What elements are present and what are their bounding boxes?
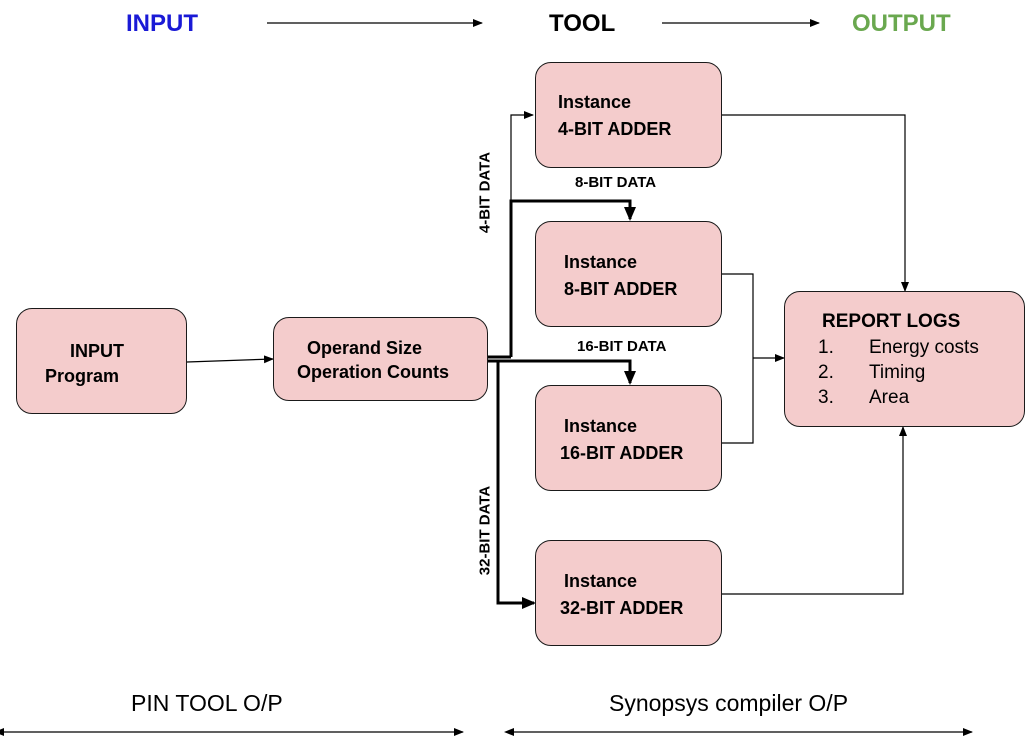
label-4bit-data: 4-BIT DATA <box>476 151 494 234</box>
adder-32bit-line2: 32-BIT ADDER <box>560 598 684 618</box>
report-item-2-text: Timing <box>869 362 926 383</box>
operand-line1: Operand Size <box>307 338 423 358</box>
adder-16bit-line2: 16-BIT ADDER <box>560 443 684 463</box>
report-item-1-num: 1. <box>818 337 834 358</box>
footer-pin-tool-label: PIN TOOL O/P <box>131 690 283 716</box>
report-item-2-num: 2. <box>818 362 834 383</box>
report-item-1-text: Energy costs <box>869 337 979 358</box>
adder-8bit-line1: Instance <box>564 252 638 272</box>
arrow-input-to-operand <box>186 355 274 364</box>
adder-32bit-box <box>535 540 722 646</box>
path-4bit <box>510 111 534 357</box>
operand-box <box>273 317 488 401</box>
path-16bit <box>488 359 636 385</box>
label-8bit-data: 8-BIT DATA <box>575 174 657 191</box>
header-tool-label: TOOL <box>549 10 616 37</box>
adder-16bit-box <box>535 385 722 491</box>
report-logs-title: REPORT LOGS <box>822 311 961 332</box>
input-program-line1: INPUT <box>70 341 124 361</box>
path-32bit-to-report <box>722 426 907 595</box>
report-item-3-text: Area <box>869 387 910 408</box>
adder-4bit-box <box>535 62 722 168</box>
footer-synopsys-label: Synopsys compiler O/P <box>609 690 849 716</box>
adder-4bit-line2: 4-BIT ADDER <box>558 119 672 139</box>
header-output-label: OUTPUT <box>852 10 951 37</box>
path-8bit-to-report <box>722 273 754 444</box>
operand-line2: Operation Counts <box>297 362 449 382</box>
input-program-line2: Program <box>45 366 120 386</box>
report-logs-box <box>784 291 1025 427</box>
adder-16bit-line1: Instance <box>564 416 638 436</box>
path-4bit-to-report <box>722 114 909 292</box>
adder-8bit-line2: 8-BIT ADDER <box>564 279 678 299</box>
path-32bit <box>496 361 536 609</box>
report-item-3-num: 3. <box>818 387 834 408</box>
adder-8bit-box <box>535 221 722 327</box>
input-program-box <box>16 308 187 414</box>
label-32bit-data: 32-BIT DATA <box>476 485 494 576</box>
adder-4bit-line1: Instance <box>558 92 632 112</box>
path-8bit <box>509 199 636 357</box>
adder-32bit-line1: Instance <box>564 571 638 591</box>
label-16bit-data: 16-BIT DATA <box>577 338 667 355</box>
header-input-label: INPUT <box>126 10 198 37</box>
